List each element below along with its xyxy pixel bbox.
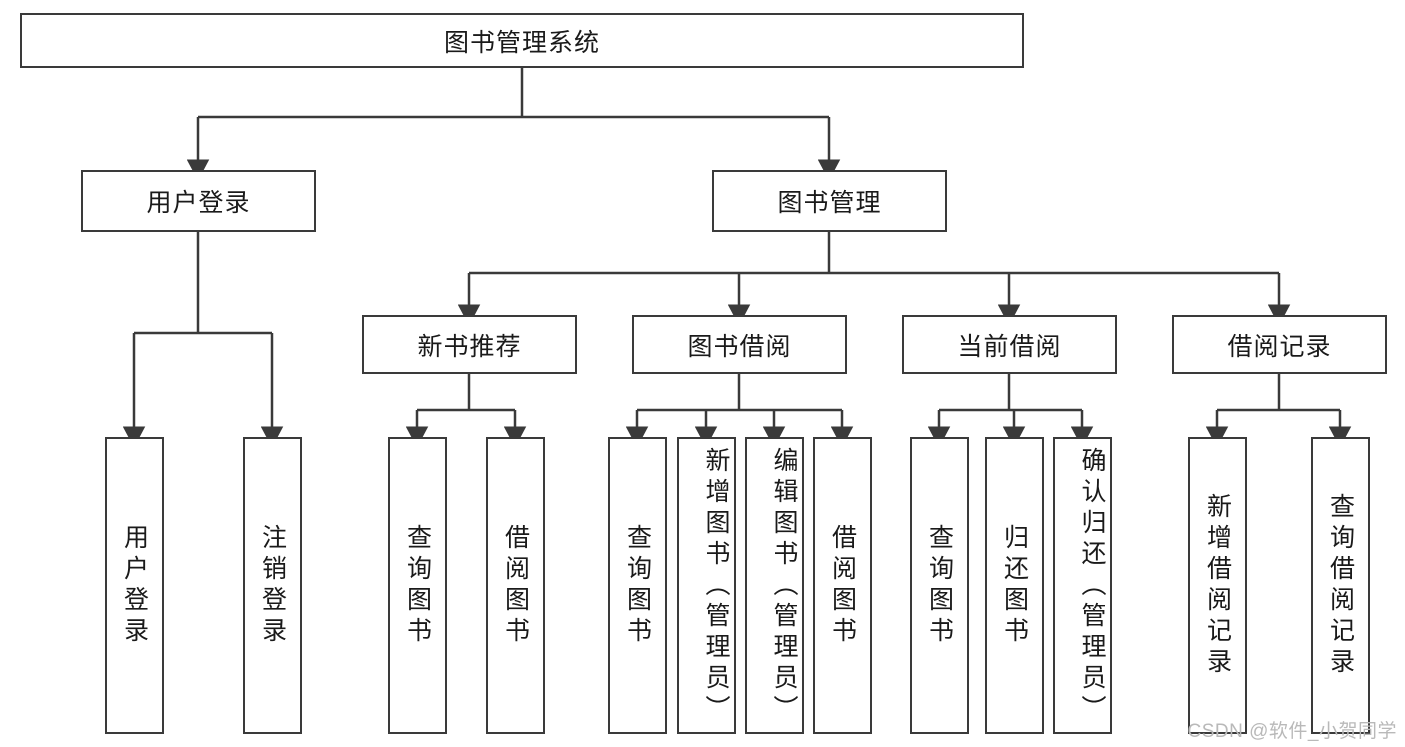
node-leaf-4[interactable]: 借阅图书: [486, 437, 545, 734]
node-leaf-8[interactable]: 借阅图书: [813, 437, 872, 734]
node-level3-4[interactable]: 借阅记录: [1172, 315, 1387, 374]
node-leaf-7[interactable]: 编辑图书（管理员）: [745, 437, 804, 734]
node-level3-3[interactable]: 当前借阅: [902, 315, 1117, 374]
node-level3-1[interactable]: 新书推荐: [362, 315, 577, 374]
node-leaf-10[interactable]: 归还图书: [985, 437, 1044, 734]
node-level3-2[interactable]: 图书借阅: [632, 315, 847, 374]
node-leaf-3[interactable]: 查询图书: [388, 437, 447, 734]
node-leaf-12[interactable]: 新增借阅记录: [1188, 437, 1247, 734]
node-leaf-13[interactable]: 查询借阅记录: [1311, 437, 1370, 734]
node-leaf-5[interactable]: 查询图书: [608, 437, 667, 734]
node-level2-2[interactable]: 图书管理: [712, 170, 947, 232]
node-leaf-11[interactable]: 确认归还（管理员）: [1053, 437, 1112, 734]
watermark: CSDN @软件_小贺同学: [1187, 721, 1397, 742]
node-root-system[interactable]: 图书管理系统: [20, 13, 1024, 68]
node-leaf-2[interactable]: 注销登录: [243, 437, 302, 734]
node-leaf-1[interactable]: 用户登录: [105, 437, 164, 734]
node-leaf-9[interactable]: 查询图书: [910, 437, 969, 734]
node-leaf-6[interactable]: 新增图书（管理员）: [677, 437, 736, 734]
node-level2-1[interactable]: 用户登录: [81, 170, 316, 232]
